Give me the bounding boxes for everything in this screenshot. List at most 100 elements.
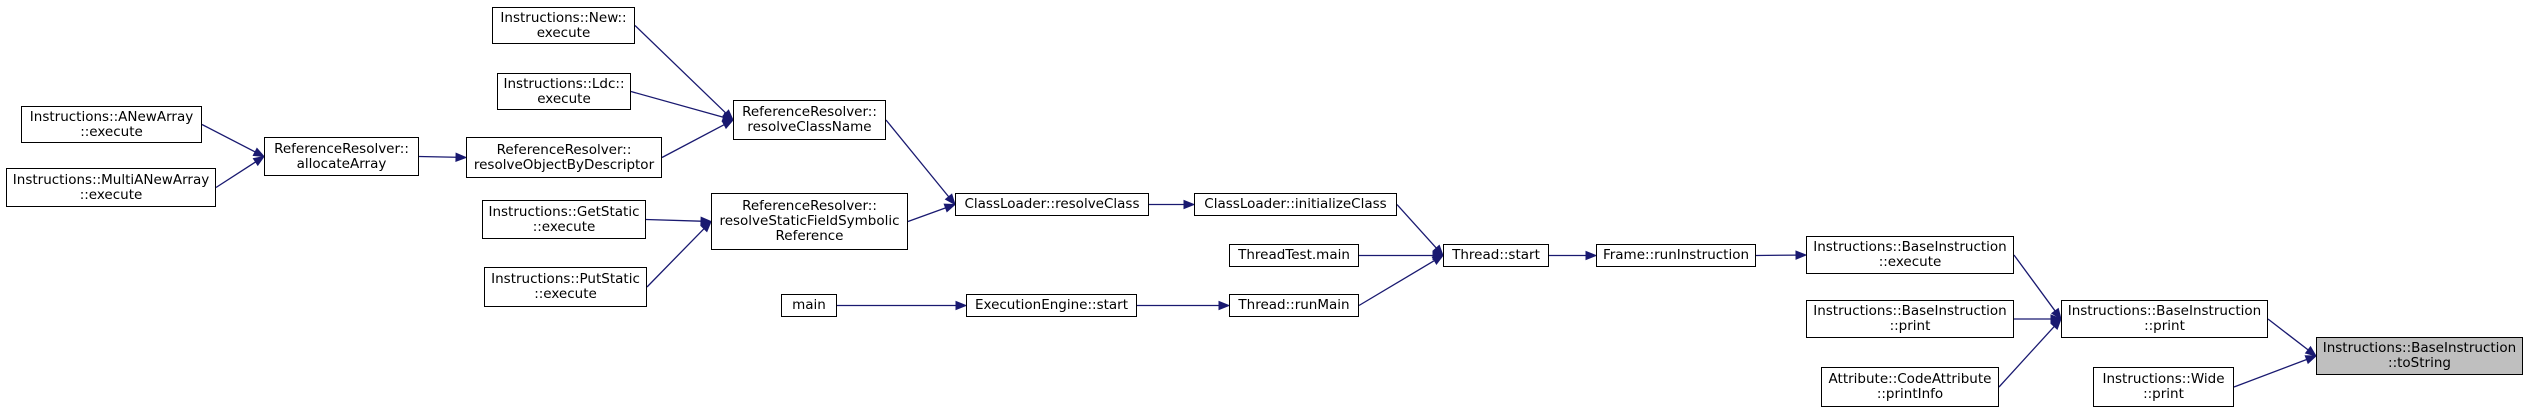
node-label-line: ReferenceResolver:: xyxy=(742,198,877,214)
edge-biprint2-to-tostring xyxy=(2267,318,2309,351)
node-label-line: ExecutionEngine::start xyxy=(974,297,1129,313)
edge-ldc-to-rcn xyxy=(630,90,724,118)
node-label-line: Instructions::ANewArray xyxy=(29,108,194,125)
node-label-line: Instructions::Wide xyxy=(2102,371,2225,387)
edge-arrowhead xyxy=(1183,199,1196,210)
edge-arrowhead xyxy=(1795,250,1808,260)
node-label-line: ReferenceResolver:: xyxy=(742,104,877,120)
node-tostring[interactable]: Instructions::BaseInstruction::toString xyxy=(2316,337,2523,375)
node-label-line: Thread::runMain xyxy=(1238,297,1350,313)
node-label-line: Instructions::Ldc:: xyxy=(503,75,625,92)
node-frame[interactable]: Frame::runInstruction xyxy=(1596,244,1756,267)
node-label-line: ::execute xyxy=(79,186,143,203)
edge-rsfsr-to-rc xyxy=(907,207,946,223)
edge-arrowhead xyxy=(944,193,956,206)
edge-arrowhead xyxy=(252,155,266,167)
node-tstart[interactable]: Thread::start xyxy=(1443,244,1549,267)
edge-arrowhead xyxy=(2050,307,2062,321)
node-main[interactable]: main xyxy=(781,294,837,317)
node-label-line: ClassLoader::resolveClass xyxy=(964,196,1140,212)
node-label-line: ThreadTest.main xyxy=(1238,247,1350,263)
node-label-line: ::print xyxy=(2143,386,2184,402)
node-label-line: resolveClassName xyxy=(747,119,872,135)
node-label-line: Frame::runInstruction xyxy=(1602,247,1750,263)
edge-arrowhead xyxy=(2304,355,2318,365)
node-ees[interactable]: ExecutionEngine::start xyxy=(966,294,1137,317)
edge-arrowhead xyxy=(943,203,957,213)
edge-putstatic-to-rsfsr xyxy=(646,228,705,288)
node-label-line: ReferenceResolver:: xyxy=(496,141,632,158)
edge-wide-to-tostring xyxy=(2233,358,2307,388)
edge-arrowhead xyxy=(2304,345,2318,357)
node-label-line: execute xyxy=(536,24,591,41)
node-label-line: ::print xyxy=(1889,318,1931,334)
node-label-line: resolveObjectByDescriptor xyxy=(473,156,655,173)
edge-arrowhead xyxy=(2050,318,2062,330)
node-label-line: ReferenceResolver:: xyxy=(274,140,409,157)
edge-arrowhead xyxy=(721,119,735,130)
edge-arrowhead xyxy=(1431,254,1445,265)
node-label-line: ::execute xyxy=(80,123,143,140)
edge-arrowhead xyxy=(455,152,468,163)
edge-anew-to-alloc xyxy=(201,123,256,153)
node-label-line: Instructions::BaseInstruction xyxy=(2322,340,2517,356)
node-label-line: Instructions::BaseInstruction xyxy=(1813,303,2007,319)
node-ic[interactable]: ClassLoader::initializeClass xyxy=(1194,193,1397,216)
edge-rcn-to-rc xyxy=(885,119,950,198)
node-biexec[interactable]: Instructions::BaseInstruction::execute xyxy=(1806,236,2014,274)
node-label-line: execute xyxy=(537,90,591,107)
node-label-line: Reference xyxy=(775,228,844,244)
node-multi[interactable]: Instructions::MultiANewArray::execute xyxy=(6,168,216,207)
node-label-line: ::execute xyxy=(532,218,596,235)
node-label-line: ::print xyxy=(2144,318,2185,334)
node-label-line: Attribute::CodeAttribute xyxy=(1828,371,1992,387)
node-biprint1[interactable]: Instructions::BaseInstruction::print xyxy=(1806,300,2014,338)
node-label-line: ::execute xyxy=(1878,254,1942,270)
node-cattr[interactable]: Attribute::CodeAttribute::printInfo xyxy=(1821,367,1999,407)
node-label-line: Instructions::BaseInstruction xyxy=(1813,239,2007,255)
edge-ic-to-tstart xyxy=(1396,204,1437,249)
node-rc[interactable]: ClassLoader::resolveClass xyxy=(955,193,1149,216)
edge-arrowhead xyxy=(700,220,712,233)
node-label-line: Instructions::MultiANewArray xyxy=(12,171,210,188)
node-alloc[interactable]: ReferenceResolver::allocateArray xyxy=(264,137,419,176)
node-label-line: Instructions::New:: xyxy=(500,9,627,26)
node-label-line: Instructions::GetStatic xyxy=(488,203,640,220)
edge-arrowhead xyxy=(1218,300,1231,311)
edge-arrowhead xyxy=(955,300,968,311)
node-biprint2[interactable]: Instructions::BaseInstruction::print xyxy=(2061,300,2268,338)
node-rcn[interactable]: ReferenceResolver::resolveClassName xyxy=(733,100,886,140)
node-label-line: allocateArray xyxy=(296,155,387,172)
node-robd[interactable]: ReferenceResolver::resolveObjectByDescri… xyxy=(466,137,662,178)
node-ldc[interactable]: Instructions::Ldc::execute xyxy=(497,73,631,110)
edge-alloc-to-robd xyxy=(418,155,457,158)
node-runmain[interactable]: Thread::runMain xyxy=(1229,294,1359,317)
edge-new-to-rcn xyxy=(634,25,727,114)
node-label-line: ::toString xyxy=(2388,355,2451,371)
edge-arrowhead xyxy=(252,147,266,158)
edge-arrowhead xyxy=(1585,250,1598,261)
node-ttmain[interactable]: ThreadTest.main xyxy=(1229,244,1359,267)
node-anew[interactable]: Instructions::ANewArray::execute xyxy=(21,106,202,143)
edge-multi-to-alloc xyxy=(215,161,256,189)
node-label-line: ClassLoader::initializeClass xyxy=(1204,196,1387,212)
edge-robd-to-rcn xyxy=(661,124,725,159)
node-wide[interactable]: Instructions::Wide::print xyxy=(2093,367,2234,407)
node-label-line: ::printInfo xyxy=(1876,386,1944,402)
node-getstatic[interactable]: Instructions::GetStatic::execute xyxy=(482,200,646,239)
edge-biexec-to-biprint2 xyxy=(2013,254,2056,312)
node-label-line: main xyxy=(792,297,826,313)
edge-runmain-to-tstart xyxy=(1358,260,1435,307)
node-rsfsr[interactable]: ReferenceResolver::resolveStaticFieldSym… xyxy=(711,193,908,250)
node-label-line: ::execute xyxy=(534,286,597,302)
node-label-line: Instructions::PutStatic xyxy=(491,271,640,287)
node-putstatic[interactable]: Instructions::PutStatic::execute xyxy=(484,267,647,307)
edge-getstatic-to-rsfsr xyxy=(645,218,702,222)
node-label-line: resolveStaticFieldSymbolic xyxy=(719,213,900,229)
edge-cattr-to-biprint2 xyxy=(1998,325,2055,388)
node-label-line: Thread::start xyxy=(1452,247,1540,263)
node-label-line: Instructions::BaseInstruction xyxy=(2067,303,2262,319)
node-new[interactable]: Instructions::New::execute xyxy=(492,7,635,44)
